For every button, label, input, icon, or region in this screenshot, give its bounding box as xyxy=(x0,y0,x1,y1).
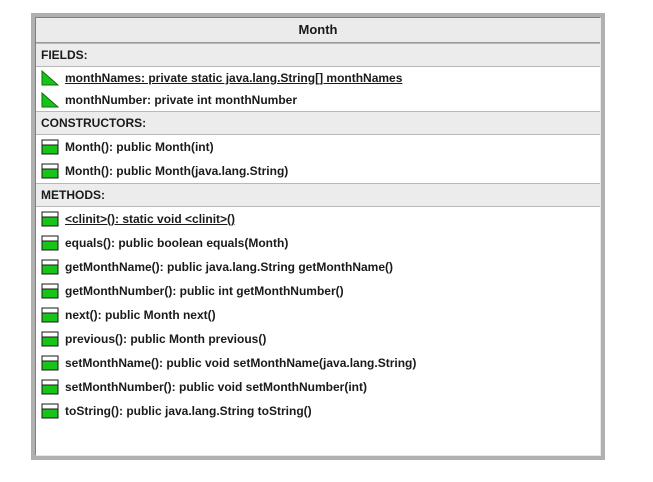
field-triangle-icon xyxy=(41,92,59,108)
member-label: monthNames: private static java.lang.Str… xyxy=(65,71,403,85)
section-header-fields: FIELDS: xyxy=(36,43,600,67)
method-box-icon xyxy=(41,331,59,347)
member-label: previous(): public Month previous() xyxy=(65,332,267,346)
method-box-icon xyxy=(41,307,59,323)
member-label: Month(): public Month(java.lang.String) xyxy=(65,164,289,178)
member-label: toString(): public java.lang.String toSt… xyxy=(65,404,312,418)
method-box-icon xyxy=(41,211,59,227)
method-box-icon xyxy=(41,139,59,155)
member-label: next(): public Month next() xyxy=(65,308,216,322)
method-clinit[interactable]: <clinit>(): static void <clinit>() xyxy=(36,207,600,231)
method-box-icon xyxy=(41,379,59,395)
class-diagram-frame: Month FIELDS: monthNames: private static … xyxy=(31,13,605,460)
method-previous[interactable]: previous(): public Month previous() xyxy=(36,327,600,351)
section-header-methods: METHODS: xyxy=(36,183,600,207)
member-label: equals(): public boolean equals(Month) xyxy=(65,236,289,250)
method-box-icon xyxy=(41,259,59,275)
class-title[interactable]: Month xyxy=(36,18,600,43)
method-getMonthNumber[interactable]: getMonthNumber(): public int getMonthNum… xyxy=(36,279,600,303)
field-monthNumber[interactable]: monthNumber: private int monthNumber xyxy=(36,89,600,111)
method-box-icon xyxy=(41,355,59,371)
class-sections: FIELDS: monthNames: private static java.l… xyxy=(36,43,600,423)
method-getMonthName[interactable]: getMonthName(): public java.lang.String … xyxy=(36,255,600,279)
method-box-icon xyxy=(41,163,59,179)
method-box-icon xyxy=(41,403,59,419)
method-next[interactable]: next(): public Month next() xyxy=(36,303,600,327)
section-header-constructors: CONSTRUCTORS: xyxy=(36,111,600,135)
constructor-month-int[interactable]: Month(): public Month(int) xyxy=(36,135,600,159)
member-label: getMonthName(): public java.lang.String … xyxy=(65,260,394,274)
method-toString[interactable]: toString(): public java.lang.String toSt… xyxy=(36,399,600,423)
member-label: getMonthNumber(): public int getMonthNum… xyxy=(65,284,344,298)
method-box-icon xyxy=(41,235,59,251)
constructor-month-string[interactable]: Month(): public Month(java.lang.String) xyxy=(36,159,600,183)
method-setMonthName[interactable]: setMonthName(): public void setMonthName… xyxy=(36,351,600,375)
method-box-icon xyxy=(41,283,59,299)
member-label: setMonthNumber(): public void setMonthNu… xyxy=(65,380,367,394)
field-triangle-icon xyxy=(41,70,59,86)
class-box: Month FIELDS: monthNames: private static … xyxy=(35,17,601,456)
member-label: monthNumber: private int monthNumber xyxy=(65,93,298,107)
member-label: Month(): public Month(int) xyxy=(65,140,214,154)
field-monthNames[interactable]: monthNames: private static java.lang.Str… xyxy=(36,67,600,89)
method-setMonthNumber[interactable]: setMonthNumber(): public void setMonthNu… xyxy=(36,375,600,399)
member-label: <clinit>(): static void <clinit>() xyxy=(65,212,236,226)
method-equals[interactable]: equals(): public boolean equals(Month) xyxy=(36,231,600,255)
member-label: setMonthName(): public void setMonthName… xyxy=(65,356,417,370)
